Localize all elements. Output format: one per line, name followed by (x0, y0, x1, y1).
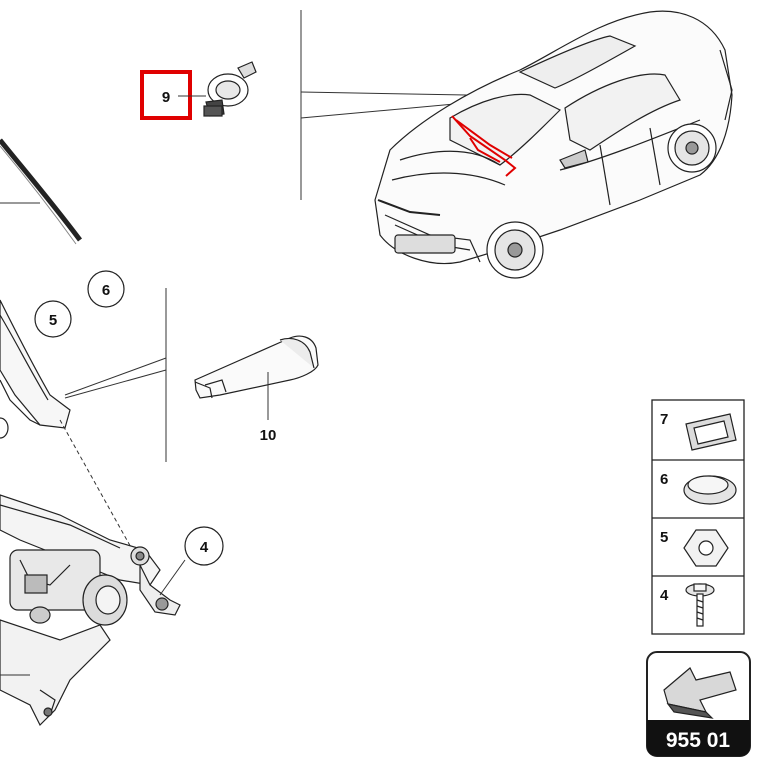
legend-6-label: 6 (660, 471, 668, 488)
legend-5-label: 5 (660, 529, 668, 546)
rain-sensor-part (203, 61, 257, 117)
wiper-linkage-motor (0, 494, 181, 727)
grommet-icon (685, 413, 737, 451)
highlighted-windshield-area (451, 115, 517, 177)
vehicle-outline (374, 10, 733, 279)
callout-5[interactable]: 5 (34, 300, 72, 338)
callout-6[interactable]: 6 (87, 270, 125, 308)
wiper-arm-cover-part (194, 335, 319, 399)
wiper-arm (0, 299, 71, 439)
callout-4-label: 4 (200, 539, 209, 556)
page-number-label: 955 01 (666, 729, 731, 752)
bolt-icon (685, 583, 715, 627)
callout-9[interactable]: 9 (140, 70, 192, 120)
legend-7-label: 7 (660, 411, 668, 428)
navigation-arrow-icon (663, 667, 737, 719)
callout-5-label: 5 (49, 312, 57, 329)
callout-9-label: 9 (162, 89, 170, 106)
hex-nut-icon (683, 529, 729, 567)
callout-10-label[interactable]: 10 (260, 427, 277, 444)
wiper-blade (0, 138, 82, 245)
page-reference-badge[interactable]: 955 01 (646, 651, 751, 757)
callout-6-label: 6 (102, 282, 110, 299)
legend-4-label: 4 (660, 587, 669, 604)
hardware-legend: 7 6 5 4 (651, 399, 745, 635)
rubber-cap-icon (683, 475, 737, 505)
callout-4[interactable]: 4 (184, 526, 224, 566)
